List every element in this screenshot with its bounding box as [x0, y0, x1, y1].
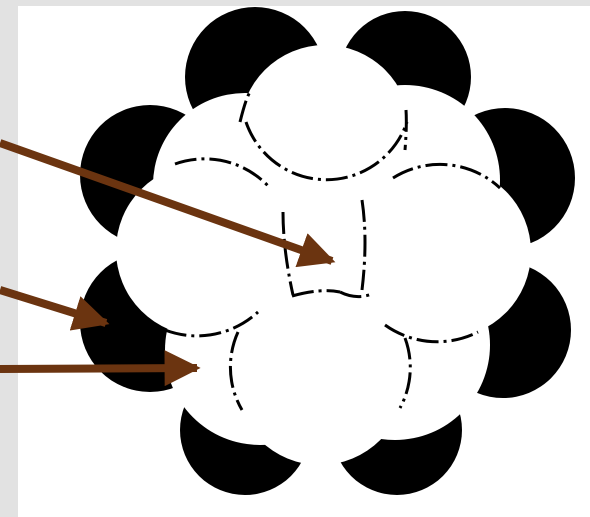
arrow-bottom [0, 368, 197, 369]
